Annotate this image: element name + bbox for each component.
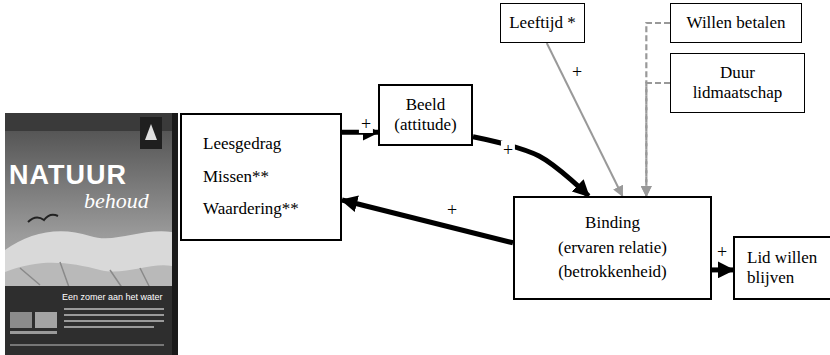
node-text: Beeld (attitude) xyxy=(384,95,467,136)
sign-label: + xyxy=(570,63,584,81)
connector-arrow xyxy=(473,137,589,196)
node-text: Duur lidmaatschap xyxy=(677,63,798,104)
node-text: Binding xyxy=(585,213,640,233)
node-text: Waardering** xyxy=(203,199,299,219)
sign-label: + xyxy=(359,115,373,133)
node-text: (ervaren relatie) xyxy=(558,238,667,258)
moderator-box: Duur lidmaatschap xyxy=(670,53,805,113)
cover-text: behoud xyxy=(84,188,149,214)
connector-arrow xyxy=(547,43,623,196)
factor-box: LeesgedragMissen** Waardering** xyxy=(180,113,342,241)
sign-label: + xyxy=(501,141,515,159)
sign-label: + xyxy=(715,243,729,261)
connector-arrow xyxy=(342,200,513,243)
moderator-box: Leeftijd * xyxy=(500,3,585,43)
node-text: Lid willen blijven xyxy=(747,248,827,289)
sign-label: + xyxy=(445,201,459,219)
connector-arrow xyxy=(646,23,670,196)
node-text: Missen** xyxy=(203,167,269,187)
binding-box: Binding (ervaren relatie) (betrokkenheid) xyxy=(513,196,712,300)
connector-arrow xyxy=(646,83,670,196)
outcome-box: Lid willen blijven xyxy=(733,236,830,300)
moderator-box: Willen betalen xyxy=(670,3,802,43)
node-text: Leeftijd * xyxy=(509,13,576,33)
cover-text: Een zomer aan het water xyxy=(62,292,163,302)
connector-arrow xyxy=(712,267,733,272)
node-text: (betrokkenheid) xyxy=(558,262,667,282)
cover-text: NATUUR xyxy=(9,160,127,191)
attitude-box: Beeld (attitude) xyxy=(378,84,473,146)
node-text: Leesgedrag xyxy=(203,134,281,154)
node-text: Willen betalen xyxy=(687,13,786,33)
